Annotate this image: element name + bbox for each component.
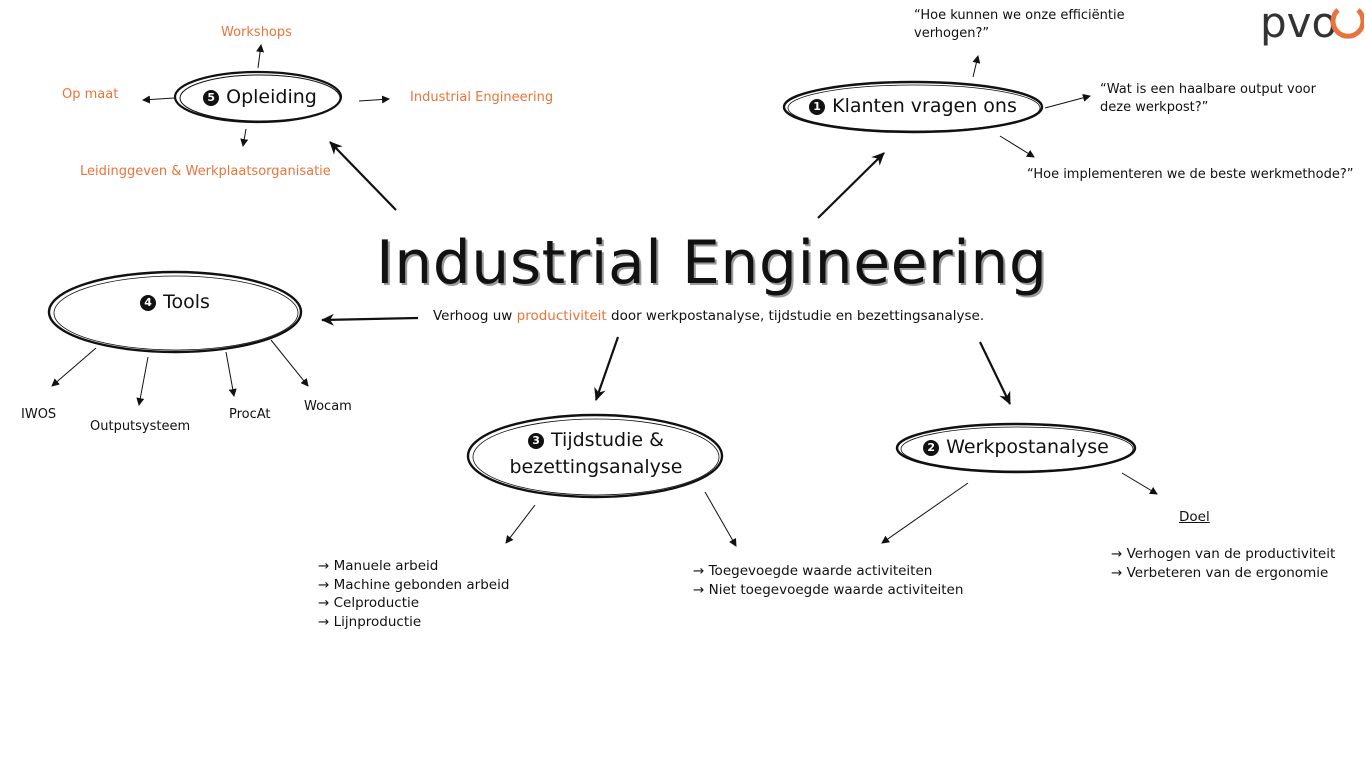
list-item: → Toegevoegde waarde activiteiten	[693, 563, 933, 579]
arrow-right-icon: →	[693, 581, 705, 598]
subtitle-pre: Verhoog uw	[433, 308, 517, 324]
node-tools: 4 Tools	[100, 289, 250, 316]
subtitle-post: door werkpostanalyse, tijdstudie en beze…	[606, 308, 985, 324]
tool-procat: ProcAt	[229, 407, 271, 422]
arrow-right-icon: →	[318, 576, 330, 593]
arrow-right-icon: →	[1111, 564, 1123, 581]
question-efficientie-line2: verhogen?”	[914, 26, 990, 41]
arrow-center-to-tools	[321, 313, 419, 326]
tool-wocam: Wocam	[304, 399, 352, 414]
arrow-klanten-q2	[1044, 93, 1091, 109]
arrow-center-to-opleiding	[329, 141, 397, 211]
arrow-center-to-tijdstudie	[594, 336, 620, 401]
arrow-center-to-klanten	[817, 152, 885, 219]
number-badge: 4	[140, 295, 157, 311]
list-item: → Celproductie	[318, 595, 420, 611]
arrow-tools-output	[136, 356, 149, 406]
arrow-opleiding-opmaat	[142, 95, 175, 104]
node-tijdstudie: 3 Tijdstudie & bezettingsanalyse	[480, 427, 712, 481]
node-werkpost-label: Werkpostanalyse	[946, 436, 1109, 458]
node-opleiding-label: Opleiding	[226, 86, 317, 108]
question-efficientie: “Hoe kunnen we onze efficiëntie verhogen…	[914, 7, 1125, 43]
arrow-right-icon: →	[1111, 546, 1123, 562]
tijdstudie-list: → Manuele arbeid → Machine gebonden arbe…	[318, 557, 509, 631]
subtitle: Verhoog uw productiviteit door werkposta…	[433, 307, 984, 325]
arrow-tools-iwos	[51, 347, 97, 387]
node-werkpost: 2 Werkpostanalyse	[906, 434, 1126, 461]
tool-outputsysteem: Outputsysteem	[90, 419, 191, 434]
arrow-center-to-werkpost	[979, 341, 1011, 405]
node-klanten: 1 Klanten vragen ons	[790, 93, 1036, 120]
number-badge: 5	[203, 90, 220, 106]
arrow-right-icon: →	[318, 595, 330, 611]
question-output-line1: “Wat is een haalbare output voor	[1100, 82, 1316, 97]
question-output: “Wat is een haalbare output voor deze we…	[1100, 81, 1316, 117]
node-tijdstudie-line2: bezettingsanalyse	[509, 456, 683, 478]
question-werkmethode: “Hoe implementeren we de beste werkmetho…	[1027, 167, 1354, 182]
item-workshops: Workshops	[221, 25, 292, 40]
arrow-werkpost-activiteiten	[881, 482, 969, 544]
tool-iwos: IWOS	[21, 407, 57, 422]
arrow-tools-procat	[225, 351, 237, 397]
item-industrial-engineering: Industrial Engineering	[410, 90, 554, 105]
arrow-right-icon: →	[318, 558, 330, 574]
doel-list: → Verhogen van de productiviteit → Verbe…	[1111, 545, 1335, 582]
node-ellipses	[47, 70, 1137, 499]
node-tools-label: Tools	[163, 291, 210, 313]
arrow-tijdstudie-activiteiten	[704, 491, 737, 547]
logo-text: pvo	[1260, 2, 1337, 47]
number-badge: 3	[528, 433, 545, 449]
doel-heading: Doel	[1179, 509, 1210, 525]
item-leidinggeven: Leidinggeven & Werkplaatsorganisatie	[80, 164, 331, 179]
ellipse-opleiding	[173, 70, 343, 124]
arrow-klanten-q1	[972, 55, 981, 78]
node-klanten-label: Klanten vragen ons	[832, 95, 1017, 117]
ellipse-klanten	[782, 80, 1044, 134]
arrow-tools-wocam	[270, 339, 309, 387]
list-item: → Verbeteren van de ergonomie	[1111, 564, 1329, 581]
arrow-right-icon: →	[318, 613, 330, 630]
number-badge: 1	[809, 99, 826, 115]
list-item: → Machine gebonden arbeid	[318, 576, 510, 593]
node-opleiding: 5 Opleiding	[180, 84, 340, 111]
list-item: → Verhogen van de productiviteit	[1111, 546, 1336, 562]
list-item: → Lijnproductie	[318, 613, 422, 630]
number-badge: 2	[923, 440, 940, 456]
arrow-klanten-q3	[999, 135, 1035, 158]
list-item: → Manuele arbeid	[318, 558, 439, 574]
ellipse-tijdstudie	[466, 413, 724, 499]
ellipse-werkpost	[895, 422, 1137, 474]
question-efficientie-line1: “Hoe kunnen we onze efficiëntie	[914, 8, 1125, 23]
subtitle-highlight: productiviteit	[516, 308, 607, 324]
arrow-tijdstudie-list	[505, 504, 536, 544]
list-item: → Niet toegevoegde waarde activiteiten	[693, 581, 964, 598]
item-op-maat: Op maat	[62, 87, 119, 102]
pvo-logo: pvo	[1260, 2, 1364, 47]
arrow-opleiding-workshops	[256, 44, 265, 69]
arrow-opleiding-leiding	[240, 128, 249, 147]
question-output-line2: deze werkpost?”	[1100, 100, 1209, 115]
ellipse-tools	[47, 270, 303, 354]
arrow-right-icon: →	[693, 563, 705, 579]
activiteiten-list: → Toegevoegde waarde activiteiten → Niet…	[693, 562, 963, 599]
page-title: Industrial Engineering	[376, 228, 1048, 298]
arrow-werkpost-doel	[1121, 472, 1158, 495]
node-tijdstudie-line1: Tijdstudie &	[551, 429, 664, 451]
arrow-opleiding-ie	[358, 95, 390, 104]
